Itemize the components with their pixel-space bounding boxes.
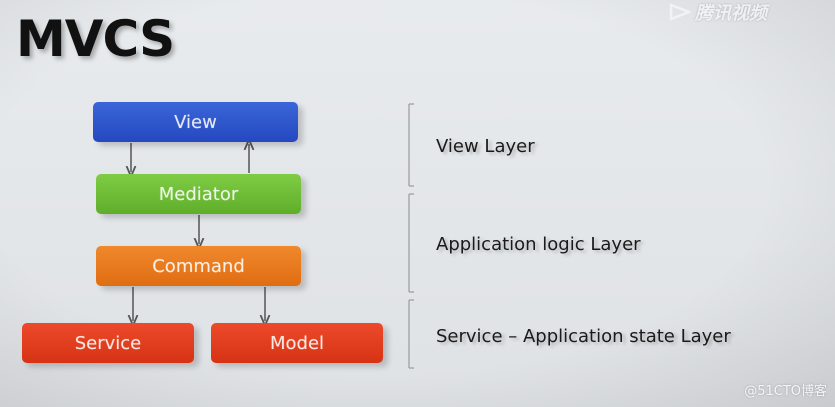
video-watermark-text: 腾讯视频 — [695, 3, 767, 24]
model-box: Model — [211, 323, 383, 363]
service-box: Service — [22, 323, 194, 363]
video-watermark: 腾讯视频 — [669, 0, 829, 24]
play-logo-icon — [669, 3, 691, 21]
service-box-label: Service — [74, 332, 142, 354]
slide-title: MVCS — [16, 10, 175, 68]
mediator-box-label: Mediator — [158, 183, 239, 205]
site-watermark: @51CTO博客 — [744, 384, 827, 399]
layer-bracket-view — [408, 103, 414, 187]
command-box-label: Command — [152, 255, 245, 277]
view-box-label: View — [174, 111, 217, 133]
command-box: Command — [96, 246, 301, 286]
view-layer-label: View Layer — [436, 136, 535, 157]
mediator-box: Mediator — [96, 174, 301, 214]
view-box: View — [93, 102, 298, 142]
layer-bracket-service — [408, 299, 414, 369]
layer-bracket-app — [408, 193, 414, 293]
app-logic-layer-label: Application logic Layer — [436, 234, 641, 255]
service-state-layer-label: Service – Application state Layer — [436, 326, 731, 347]
model-box-label: Model — [269, 332, 325, 354]
